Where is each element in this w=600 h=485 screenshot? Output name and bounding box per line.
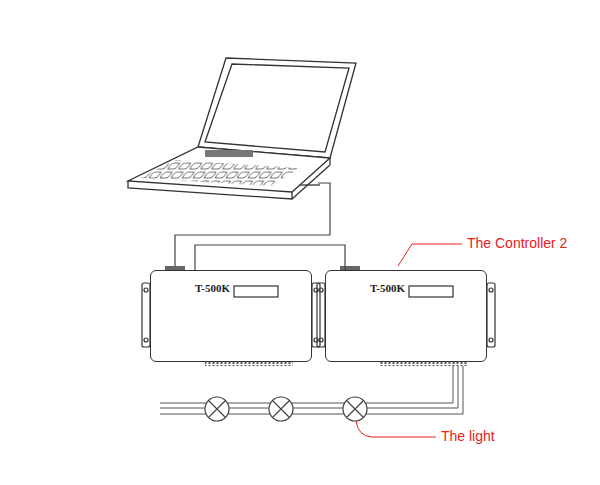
controller-details: [142, 266, 495, 366]
usb-cable: [175, 183, 330, 270]
model-name: T-500K: [195, 282, 230, 294]
controller-box: T-500K: [325, 270, 487, 362]
light-symbol: [205, 397, 367, 421]
model-name: T-500K: [370, 282, 405, 294]
leader-line: [356, 244, 462, 437]
cable: [195, 245, 345, 270]
callout-label: The light: [440, 428, 496, 444]
callout-label: The Controller 2: [466, 235, 568, 251]
controller-box: T-500K: [150, 270, 312, 362]
laptop: [128, 58, 356, 199]
